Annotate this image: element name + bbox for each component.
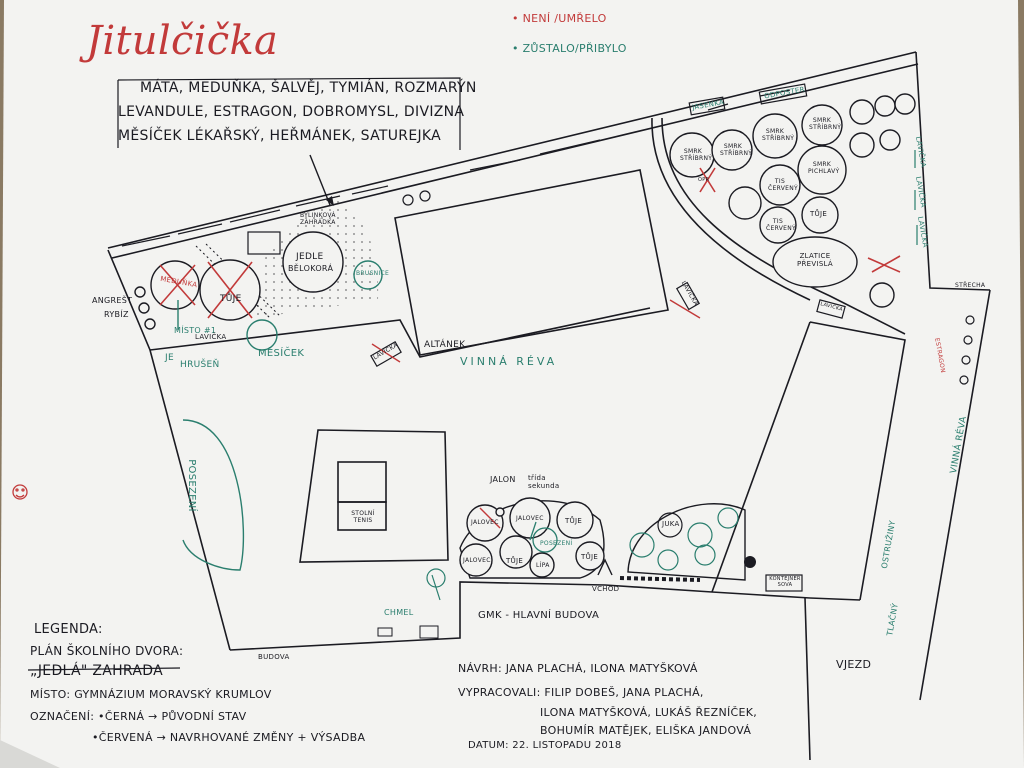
label-smrk-2: SMRK STŘÍBRNÝ (720, 143, 753, 157)
label-tuje-right: TŮJE (810, 210, 828, 218)
label-jalovec-3: JALOVEC (463, 557, 491, 564)
label-zlatice: ZLATICE PŘEVISLÁ (796, 252, 834, 268)
herb-list-line-1: MÁTA, MEDUŇKA, ŠALVĚJ, TYMIÁN, ROZMARÝN (140, 80, 477, 96)
credits-worked-2: ILONA MATYŠKOVÁ, LUKÁŠ ŘEZNÍČEK, (540, 706, 758, 719)
label-chmel: CHMEL (384, 608, 414, 617)
label-je: JE (165, 353, 174, 363)
new-shrubs-left (177, 300, 278, 351)
pergola-area (394, 169, 669, 356)
label-posezeni: POSEZENÍ (185, 459, 197, 512)
herb-garden (195, 196, 383, 319)
right-trees (669, 93, 916, 308)
removed-marks-right (699, 167, 901, 273)
label-tis-cerveny-2: TIS ČERVENÝ (766, 218, 796, 232)
label-angrest: ANGREŠT (92, 296, 133, 305)
legend-plan: PLÁN ŠKOLNÍHO DVORA: (30, 644, 184, 658)
seating-curve (182, 419, 245, 571)
label-budova: BUDOVA (258, 653, 290, 661)
label-trida-sekunda: třída sekunda (528, 474, 560, 490)
label-tuje-mid-3: TŮJE (581, 553, 599, 561)
credits-worked-1: VYPRACOVALI: FILIP DOBEŠ, JANA PLACHÁ, (458, 686, 704, 699)
label-gmk: GMK - HLAVNÍ BUDOVA (478, 610, 600, 621)
label-vinna-reva: VINNÁ RÉVA (460, 355, 558, 368)
label-smrk-5: SMRK PICHLAVÝ (808, 161, 840, 175)
label-tis-cerveny-1: TIS ČERVENÝ (768, 178, 798, 192)
herb-list-line-2: LEVANDULE, ESTRAGON, DOBROMYSL, DIVIZNA (118, 104, 465, 120)
juniper-cluster (459, 497, 605, 579)
label-hrusen: HRUŠEŇ (180, 360, 220, 370)
right-posts (959, 315, 975, 385)
credits-worked-3: BOHUMÍR MATĚJEK, ELIŠKA JANDOVÁ (540, 724, 752, 737)
label-vjezd: VJEZD (836, 658, 872, 671)
label-jalovec-1: JALOVEC (471, 519, 499, 526)
label-lipa: LÍPA (536, 562, 550, 569)
legend-marking-black: OZNAČENÍ: •ČERNÁ → PŮVODNÍ STAV (30, 710, 247, 723)
label-opr: OPR (698, 177, 710, 183)
label-posezeni-2: POSEZENÍ (540, 540, 573, 547)
label-lavicka-left: LAVIČKA (195, 333, 227, 341)
label-smrk-3: SMRK STŘÍBRNÝ (762, 128, 795, 142)
label-strecha: STŘECHA (955, 282, 986, 289)
label-belokora: BĚLOKORÁ (288, 264, 334, 273)
herb-list-line-3: MĚSÍČEK LÉKAŘSKÝ, HEŘMÁNEK, SATUREJKA (118, 128, 442, 144)
legend-edible: „JEDLÁ" ZAHRADA (30, 663, 163, 679)
label-altanek: ALTÁNEK (424, 340, 466, 350)
label-tuje-mid-2: TŮJE (506, 557, 524, 565)
removed-marks-left (159, 261, 253, 319)
table-tennis-block (299, 429, 449, 563)
status-missing: • NENÍ /UMŘELO (512, 12, 607, 25)
label-tuje-mid-1: TŮJE (565, 517, 583, 525)
label-rybiz: RYBÍZ (104, 310, 129, 319)
yucca-area (597, 503, 803, 592)
herb-arrow (309, 154, 331, 206)
label-misto: MÍSTO #1 (174, 326, 217, 335)
new-juniper (529, 521, 558, 553)
page-title: Jitulčička (86, 18, 279, 64)
label-stolni-tenis: STOLNÍ TENIS (351, 510, 375, 524)
legend-place: MÍSTO: GYMNÁZIUM MORAVSKÝ KRUMLOV (30, 688, 272, 701)
legend-marking-red: •ČERVENÁ → NAVRHOVANÉ ZMĚNY + VÝSADBA (92, 731, 366, 744)
label-tuje-left: TŮJE (220, 294, 242, 304)
label-vchod: VCHOD (592, 585, 620, 593)
label-brusnice: BRUSNICE (356, 270, 390, 277)
legend-header: LEGENDA: (34, 622, 103, 637)
yard-outline (107, 51, 991, 761)
label-juka: JUKA (662, 520, 680, 528)
label-kontejner: KONTEJNER SOVA (769, 576, 801, 588)
status-remained: • ZŮSTALO/PŘIBYLO (512, 42, 627, 55)
new-plants-right (914, 150, 918, 245)
credits-design: NÁVRH: JANA PLACHÁ, ILONA MATYŠKOVÁ (458, 662, 698, 675)
smiley-icon (12, 484, 28, 500)
label-herb-garden: BYLINKOVÁ ZAHRÁDKA (300, 212, 336, 226)
label-mesicek: MĚSÍČEK (258, 348, 305, 359)
credits-date: DATUM: 22. LISTOPADU 2018 (468, 740, 622, 751)
label-jalovec-2: JALOVEC (516, 515, 544, 522)
herb-box (117, 77, 461, 150)
removed-juniper (479, 507, 501, 529)
label-jalon: JALON (490, 475, 516, 484)
label-jedle: JEDLE (296, 252, 324, 262)
label-smrk-1: SMRK STŘÍBRNÝ (680, 148, 713, 162)
label-smrk-4: SMRK STŘÍBRNÝ (809, 117, 842, 131)
benches (370, 281, 701, 368)
